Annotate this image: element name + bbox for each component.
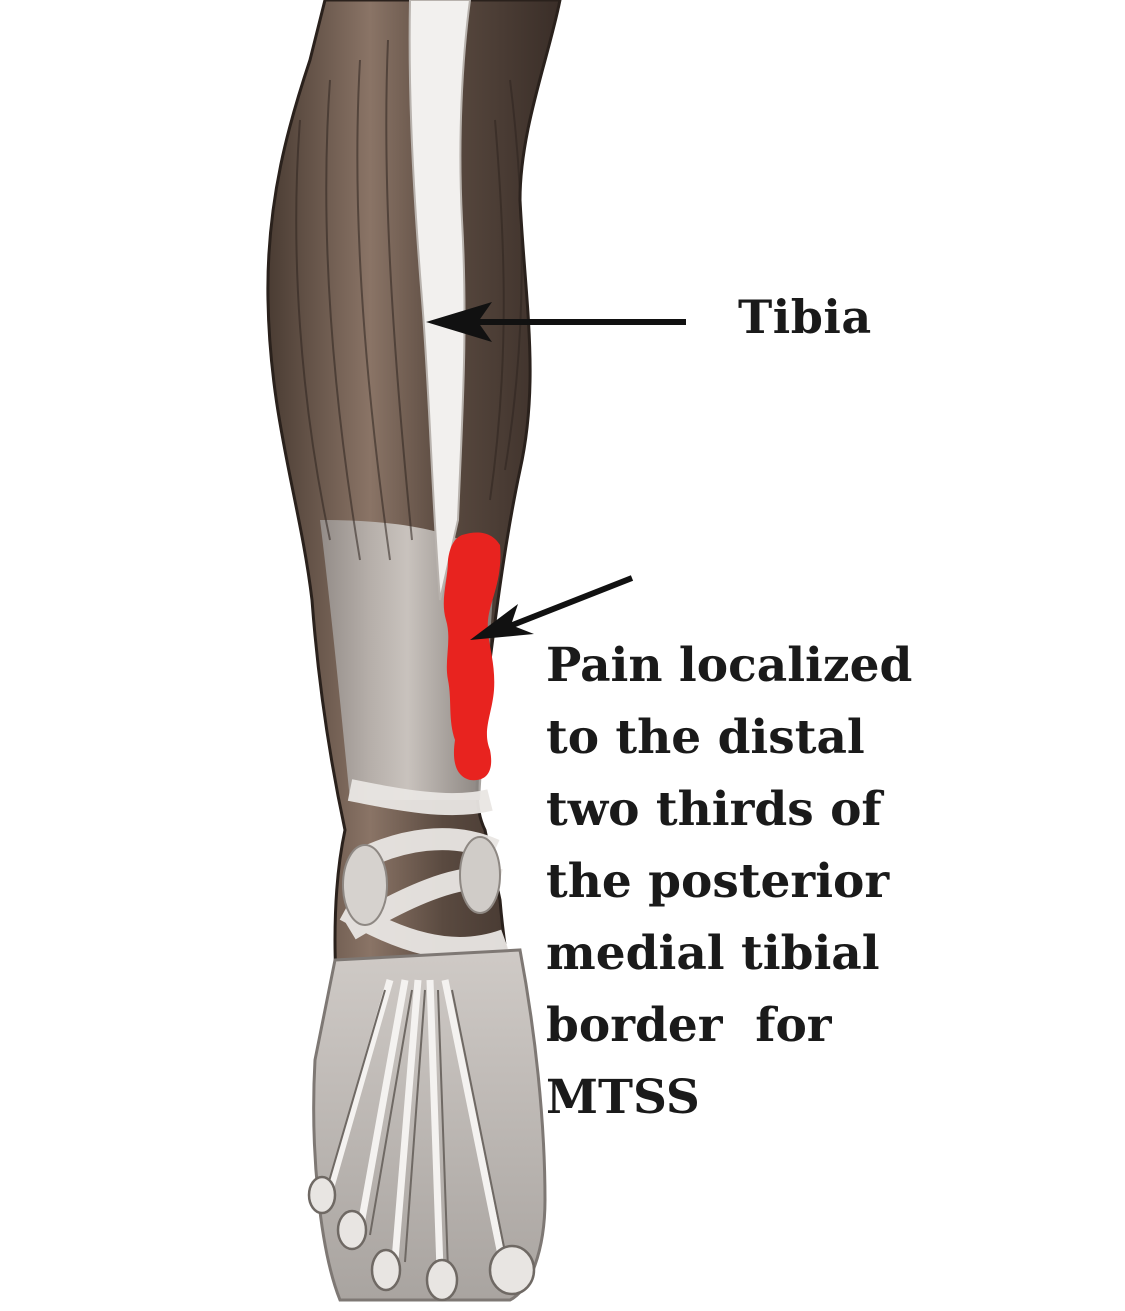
pain-description-label: Pain localized to the distal two thirds … [546, 630, 912, 1134]
pain-label-line: medial tibial [546, 918, 912, 990]
pain-label-line: to the distal [546, 702, 912, 774]
lateral-malleolus [460, 837, 500, 913]
pain-label-line: the posterior [546, 846, 912, 918]
pain-label-line: MTSS [546, 1062, 912, 1134]
pain-label-line: border for [546, 990, 912, 1062]
pain-label-line: two thirds of [546, 774, 912, 846]
medial-malleolus [343, 845, 387, 925]
pain-label-line: Pain localized [546, 630, 912, 702]
foot [309, 950, 545, 1300]
tibia-label: Tibia [738, 290, 872, 344]
